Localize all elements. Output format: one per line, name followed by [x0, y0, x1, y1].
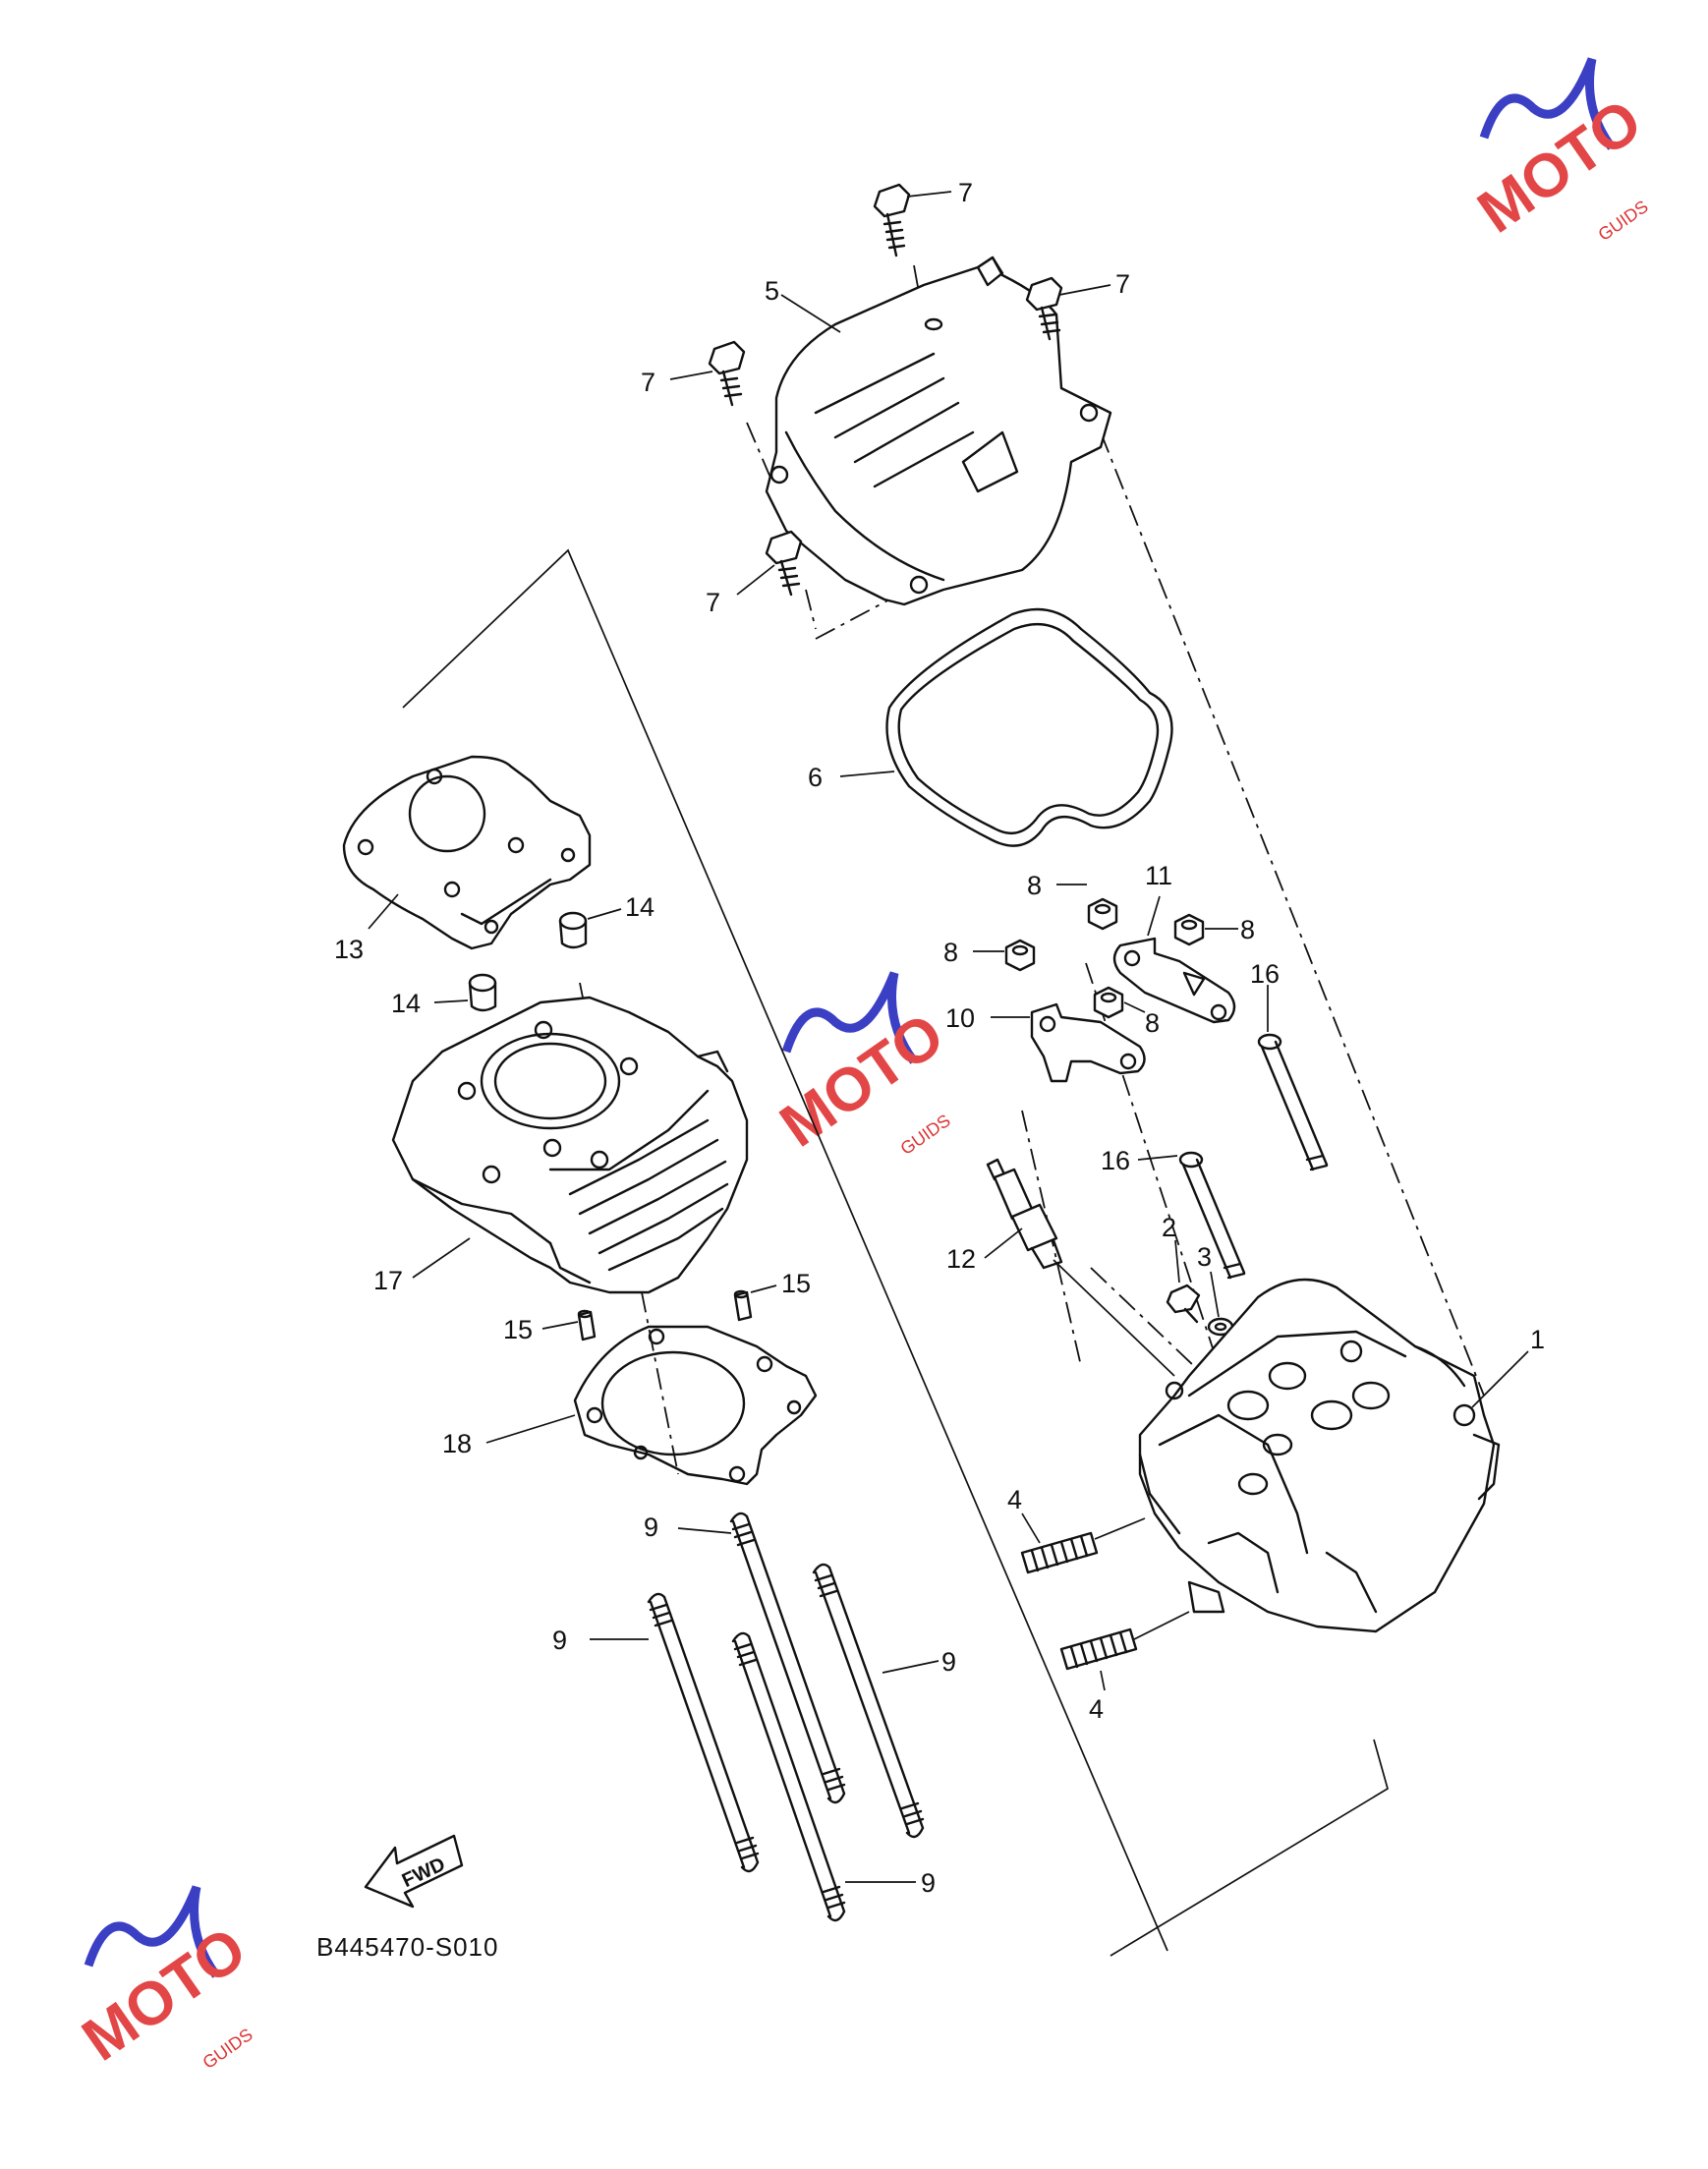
callout-8: 8 [1240, 915, 1255, 944]
callout-9: 9 [552, 1626, 567, 1655]
callout-7: 7 [706, 588, 720, 617]
bolt-2 [1166, 1284, 1201, 1324]
callout-15: 15 [781, 1269, 811, 1298]
dowel-pin-14-left [468, 973, 497, 1012]
cylinder-block [391, 996, 749, 1294]
stud-bolt-16-left [1178, 1151, 1246, 1280]
callout-2: 2 [1162, 1213, 1176, 1242]
callout-8: 8 [1027, 871, 1042, 900]
watermark-bottom-left: MOTO GUIDS [71, 1885, 258, 2075]
dowel-pin-15-left [577, 1309, 597, 1341]
callout-14: 14 [391, 989, 421, 1018]
plate-11 [1112, 937, 1236, 1024]
callout-14: 14 [625, 892, 655, 922]
cylinder-base-gasket [573, 1325, 818, 1486]
callout-7: 7 [1115, 269, 1130, 299]
nut-8-middle [1093, 986, 1124, 1019]
svg-text:GUIDS: GUIDS [897, 1111, 954, 1159]
callout-10: 10 [945, 1003, 975, 1033]
callout-6: 6 [808, 763, 823, 792]
stud-bolt-9-d [731, 1631, 846, 1922]
drawing-code: B445470-S010 [316, 1932, 498, 1962]
nut-8-left [1004, 939, 1036, 972]
stud-bolt-9-b [812, 1563, 925, 1839]
plate-10 [1030, 1002, 1146, 1083]
callout-8: 8 [1145, 1008, 1160, 1038]
cylinder-head-gasket [342, 755, 592, 950]
callout-9: 9 [941, 1647, 956, 1677]
callout-3: 3 [1197, 1242, 1212, 1272]
svg-text:GUIDS: GUIDS [199, 2025, 256, 2073]
callout-4: 4 [1007, 1485, 1022, 1514]
svg-text:GUIDS: GUIDS [1595, 197, 1652, 245]
callout-9: 9 [921, 1868, 936, 1898]
callouts: 7 7 7 7 5 6 8 8 8 8 11 10 16 16 12 2 3 1 [334, 178, 1545, 1898]
callout-11: 11 [1145, 861, 1172, 890]
callout-15: 15 [503, 1315, 533, 1344]
head-cover-gasket [885, 607, 1173, 847]
callout-16: 16 [1250, 959, 1280, 989]
callout-17: 17 [373, 1266, 403, 1295]
callout-4: 4 [1089, 1694, 1104, 1724]
dowel-pin-15-right [733, 1289, 753, 1322]
callout-7: 7 [958, 178, 973, 207]
callout-12: 12 [946, 1244, 976, 1274]
callout-5: 5 [765, 276, 779, 306]
callout-13: 13 [334, 935, 364, 964]
stud-bolt-4-lower [1059, 1627, 1138, 1671]
bolt-7-bottom [765, 530, 803, 597]
dowel-pin-14-right [558, 911, 588, 949]
callout-9: 9 [644, 1513, 658, 1542]
nut-8-top [1087, 897, 1118, 931]
nut-8-right [1173, 913, 1205, 946]
callout-8: 8 [943, 938, 958, 967]
callout-18: 18 [442, 1429, 472, 1458]
bolt-7-right [1025, 276, 1063, 341]
bolt-7-top [873, 183, 911, 257]
stud-bolt-9-c [647, 1592, 760, 1873]
callout-1: 1 [1530, 1325, 1545, 1354]
callout-7: 7 [641, 368, 655, 397]
forward-arrow-icon: FWD [364, 1834, 464, 1909]
bolt-7-left [708, 340, 746, 407]
watermark-center: MOTO GUIDS [769, 971, 956, 1161]
stud-bolt-16-right [1257, 1033, 1329, 1171]
cylinder-head [1138, 1278, 1501, 1633]
callout-16: 16 [1101, 1146, 1130, 1175]
stud-bolt-9-a [729, 1512, 846, 1804]
spark-plug [986, 1158, 1063, 1270]
cylinder-head-cover [765, 256, 1112, 606]
stud-bolt-4-upper [1020, 1531, 1099, 1574]
watermark-top-right: MOTO GUIDS [1466, 57, 1654, 247]
